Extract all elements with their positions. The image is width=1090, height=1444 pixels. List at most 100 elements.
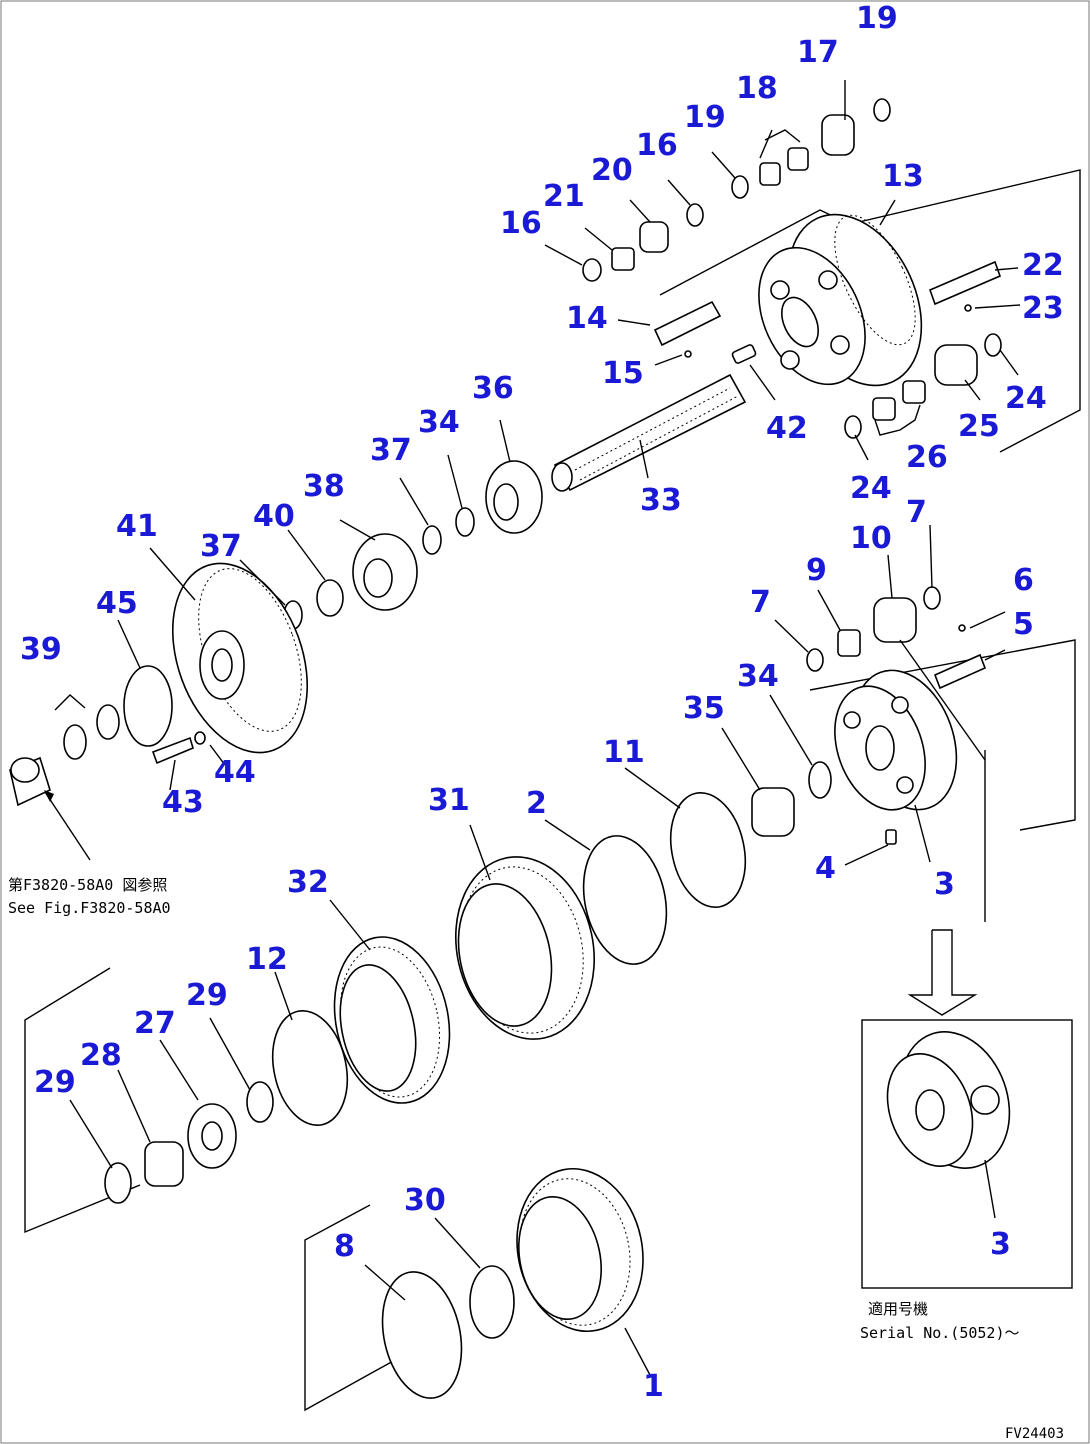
callout-35: 35	[683, 691, 725, 726]
bearing-28	[144, 1141, 184, 1187]
ring-11	[669, 791, 747, 909]
seal-ring-8	[381, 1271, 463, 1399]
washer-25	[934, 344, 978, 386]
callout-12: 12	[246, 942, 288, 977]
callout-16-b: 16	[636, 128, 678, 163]
callout-labels: 1 2 3 3 4 5 6 7 7 8 9 10 11 12 13 14 15 …	[20, 1, 1064, 1404]
carrier-3-variant	[886, 1031, 1011, 1169]
ring-19a	[731, 175, 749, 199]
callout-27: 27	[134, 1006, 176, 1041]
callout-44: 44	[214, 755, 256, 790]
callout-38: 38	[303, 469, 345, 504]
callout-23: 23	[1022, 291, 1064, 326]
pin-42	[731, 344, 757, 364]
washer-44	[194, 731, 206, 745]
callout-18: 18	[736, 71, 778, 106]
snap-ring-39b	[63, 724, 87, 760]
callout-3-b: 3	[990, 1227, 1011, 1262]
callout-7-a: 7	[906, 495, 927, 530]
callout-31: 31	[428, 783, 470, 818]
carrier-13	[758, 213, 923, 387]
ring-16b	[686, 203, 704, 227]
callout-21: 21	[543, 179, 585, 214]
callout-32: 32	[287, 865, 329, 900]
bottom-group	[304, 1167, 644, 1412]
callout-40: 40	[253, 499, 295, 534]
pin-14	[653, 300, 722, 347]
snap-ring-2	[582, 835, 668, 965]
ring-7a	[923, 586, 941, 610]
washer-17	[821, 114, 855, 156]
callout-43: 43	[162, 785, 204, 820]
callout-24-b: 24	[850, 471, 892, 506]
ring-7b	[806, 648, 824, 672]
snap-ring-29b	[104, 1162, 132, 1204]
bearing-35	[751, 787, 795, 837]
snap-ring-37a	[422, 525, 442, 555]
ring-16a	[582, 258, 602, 282]
callout-10: 10	[850, 521, 892, 556]
callout-26: 26	[906, 440, 948, 475]
gear-36	[485, 460, 543, 534]
callout-16-a: 16	[500, 206, 542, 241]
shaft-stub	[9, 756, 51, 807]
callout-29-b: 29	[34, 1065, 76, 1100]
bearing-18b	[787, 147, 809, 171]
lower-left-group	[24, 967, 274, 1234]
callout-34-b: 34	[737, 659, 779, 694]
shaft-33	[551, 373, 747, 492]
ring-19b	[873, 98, 891, 122]
bearing-21	[611, 247, 635, 271]
ball-23	[964, 304, 972, 312]
ring-gear-32	[333, 936, 451, 1104]
pin-4	[885, 829, 897, 845]
callout-8: 8	[334, 1229, 355, 1264]
bearing-27	[187, 1103, 237, 1169]
right-carrier-group	[751, 586, 1076, 922]
callout-3-a: 3	[934, 867, 955, 902]
serial-note-en: Serial No.(5052)～	[860, 1324, 1020, 1342]
inset-variant	[861, 929, 1073, 1289]
ref-note-jp: 第F3820-58A0 図参照	[8, 876, 167, 894]
callout-11: 11	[603, 735, 645, 770]
callout-29-a: 29	[186, 978, 228, 1013]
snap-ring-29a	[246, 1081, 274, 1123]
bearing-38	[352, 533, 418, 611]
callout-41: 41	[116, 509, 158, 544]
callout-45: 45	[96, 586, 138, 621]
bearing-18a	[759, 162, 781, 186]
callout-24-a: 24	[1005, 381, 1047, 416]
callout-37-a: 37	[370, 433, 412, 468]
ring-24a	[984, 333, 1002, 357]
callout-2: 2	[526, 786, 547, 821]
callout-39: 39	[20, 632, 62, 667]
callout-37-b: 37	[200, 529, 242, 564]
drawing-code: FV24403	[1005, 1426, 1064, 1442]
bearing-26a	[872, 397, 896, 421]
callout-25: 25	[958, 409, 1000, 444]
callout-34-a: 34	[418, 405, 460, 440]
pin-22	[928, 260, 1002, 306]
serial-note-jp: 適用号機	[868, 1300, 928, 1318]
callout-1: 1	[643, 1369, 664, 1404]
bolt-43	[151, 736, 194, 765]
ring-45	[123, 665, 173, 747]
leader-lines	[69, 80, 1021, 1376]
callout-20: 20	[591, 153, 633, 188]
washer-20	[639, 221, 669, 253]
ring-12	[271, 1009, 349, 1127]
ring-24b	[844, 415, 862, 439]
snap-ring-34b	[808, 761, 832, 799]
bearing-9	[837, 629, 861, 657]
upper-carrier-group	[9, 98, 1081, 861]
callout-7-b: 7	[750, 585, 771, 620]
callout-33: 33	[640, 483, 682, 518]
pin-5	[933, 653, 987, 690]
callout-6: 6	[1013, 563, 1034, 598]
snap-ring-40	[316, 579, 344, 617]
callout-30: 30	[404, 1183, 446, 1218]
carrier-3	[834, 669, 958, 811]
ball-15	[684, 350, 692, 358]
callout-5: 5	[1013, 607, 1034, 642]
